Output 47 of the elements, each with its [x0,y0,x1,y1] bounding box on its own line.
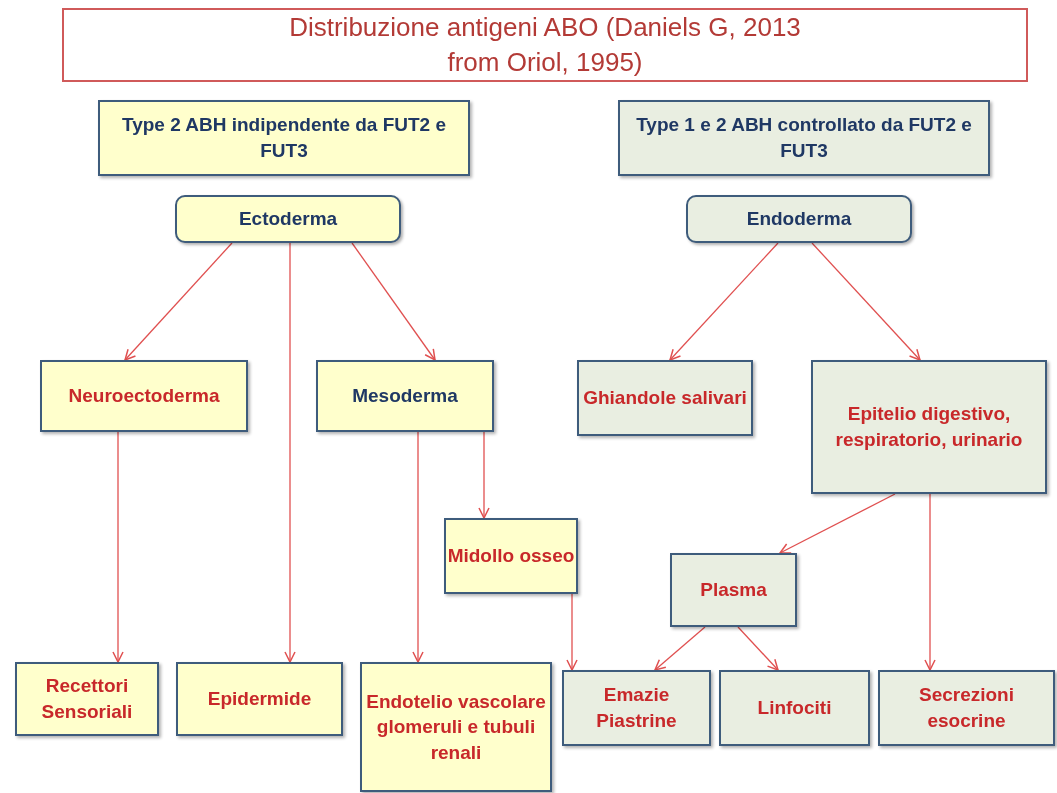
tissue-box [40,360,248,432]
arrow [811,242,921,361]
box-label: Endotelio vascolare glomeruli e tubuli renali [365,689,547,765]
tissue-box [811,360,1047,494]
tissue-box [316,360,494,432]
box-label: Emazie Piastrine [595,683,678,733]
title-text: Distribuzione antigeni ABO (Daniels G, 2013 from Oriol, 1995) [288,10,802,79]
tissue-box [577,360,753,436]
tissue-box [444,518,578,594]
tissue-box [176,662,343,736]
box-label: Midollo osseo [447,544,575,569]
arrow [669,242,779,361]
box-label: Type 2 ABH indipendente da FUT2 e FUT3 [120,113,448,163]
arrow [566,593,578,671]
box-label: Ectoderma [238,207,338,232]
tissue-box [360,662,552,792]
box-label: Recettori Sensoriali [40,674,134,724]
box-label: Neuroectoderma [68,384,220,409]
tissue-box [878,670,1055,746]
tissue-box [719,670,870,746]
germ-layer-box [686,195,912,243]
box-label: Type 1 e 2 ABH controllato da FUT2 e FUT3 [635,113,973,163]
arrow [478,431,490,519]
arrow [284,242,296,663]
box-label: Mesoderma [352,384,458,409]
germ-layer-box [175,195,401,243]
arrow [124,242,233,361]
category-box [98,100,470,176]
box-label: Plasma [700,578,767,603]
box-label: Secrezioni esocrine [917,683,1015,733]
arrow [654,626,706,671]
arrow [924,493,936,671]
category-box [618,100,990,176]
box-label: Epidermide [207,687,312,712]
tissue-box [15,662,159,736]
tissue-box [670,553,797,627]
arrow [112,431,124,663]
box-label: Ghiandole salivari [583,386,747,411]
arrow [779,493,896,554]
title-box [62,8,1028,82]
arrow [412,431,424,663]
arrow [737,626,779,671]
box-label: Linfociti [757,696,832,721]
box-label: Endoderma [746,207,852,232]
tissue-box [562,670,711,746]
arrow [351,242,436,361]
box-label: Epitelio digestivo, respiratorio, urinario [834,402,1024,452]
